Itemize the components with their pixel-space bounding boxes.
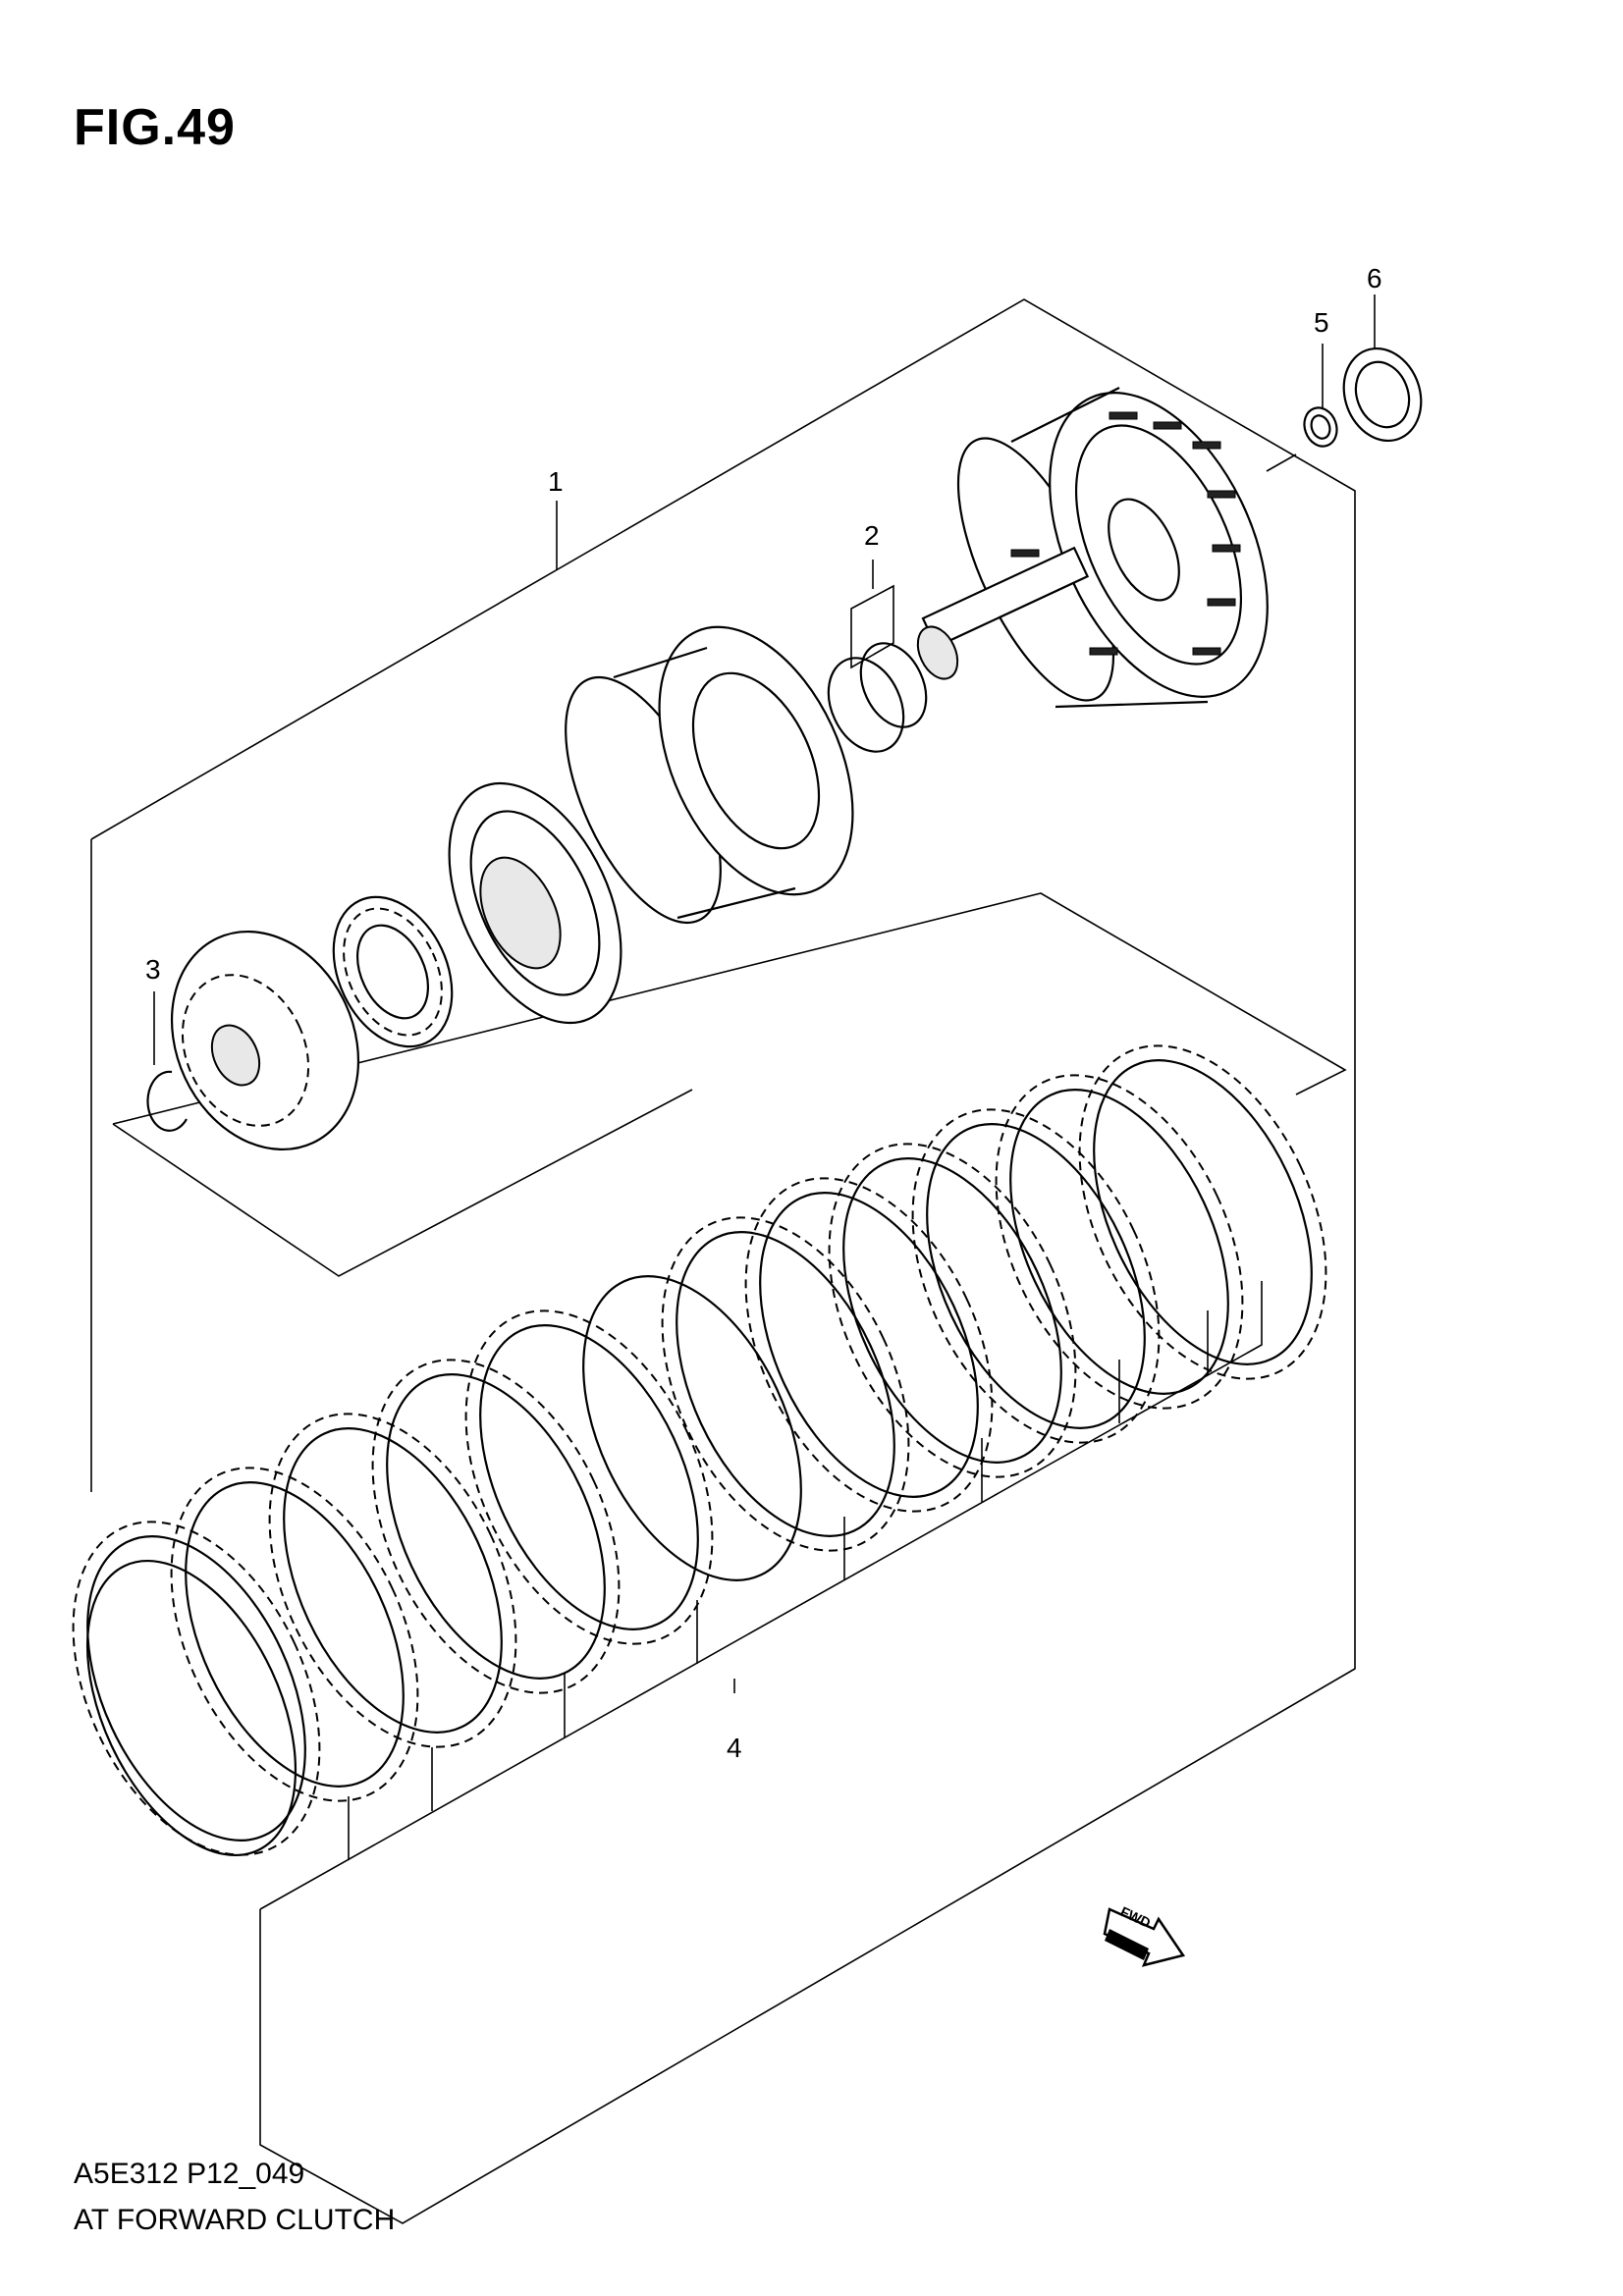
callout-5: 5 (1314, 307, 1329, 338)
clutch-piston (448, 781, 622, 1025)
diagram-name: AT FORWARD CLUTCH (74, 2204, 396, 2236)
fwd-arrow-icon (1103, 1907, 1186, 1967)
figure-title: FIG.49 (74, 99, 236, 156)
snap-ring-3 (146, 1070, 188, 1132)
clutch-plate-stack (72, 1044, 1327, 1857)
callout-1: 1 (548, 466, 564, 497)
thrust-washer (1342, 347, 1423, 443)
clutch-drum (916, 387, 1269, 709)
callout-2: 2 (864, 520, 880, 551)
gear-hub (170, 930, 360, 1151)
needle-bearing (332, 895, 454, 1048)
diagram-code: A5E312 P12_049 (74, 2158, 305, 2190)
stack-base-lines (259, 1281, 1263, 1910)
clutch-hub (565, 625, 854, 925)
assembly-frame (90, 298, 1356, 2224)
callout-4: 4 (727, 1733, 742, 1763)
leader-lines (153, 294, 1376, 1693)
seal-rings (827, 584, 928, 753)
drum-slots (1010, 411, 1241, 656)
small-bearing (1303, 406, 1338, 448)
callout-6: 6 (1367, 263, 1382, 294)
callout-3: 3 (145, 954, 161, 985)
